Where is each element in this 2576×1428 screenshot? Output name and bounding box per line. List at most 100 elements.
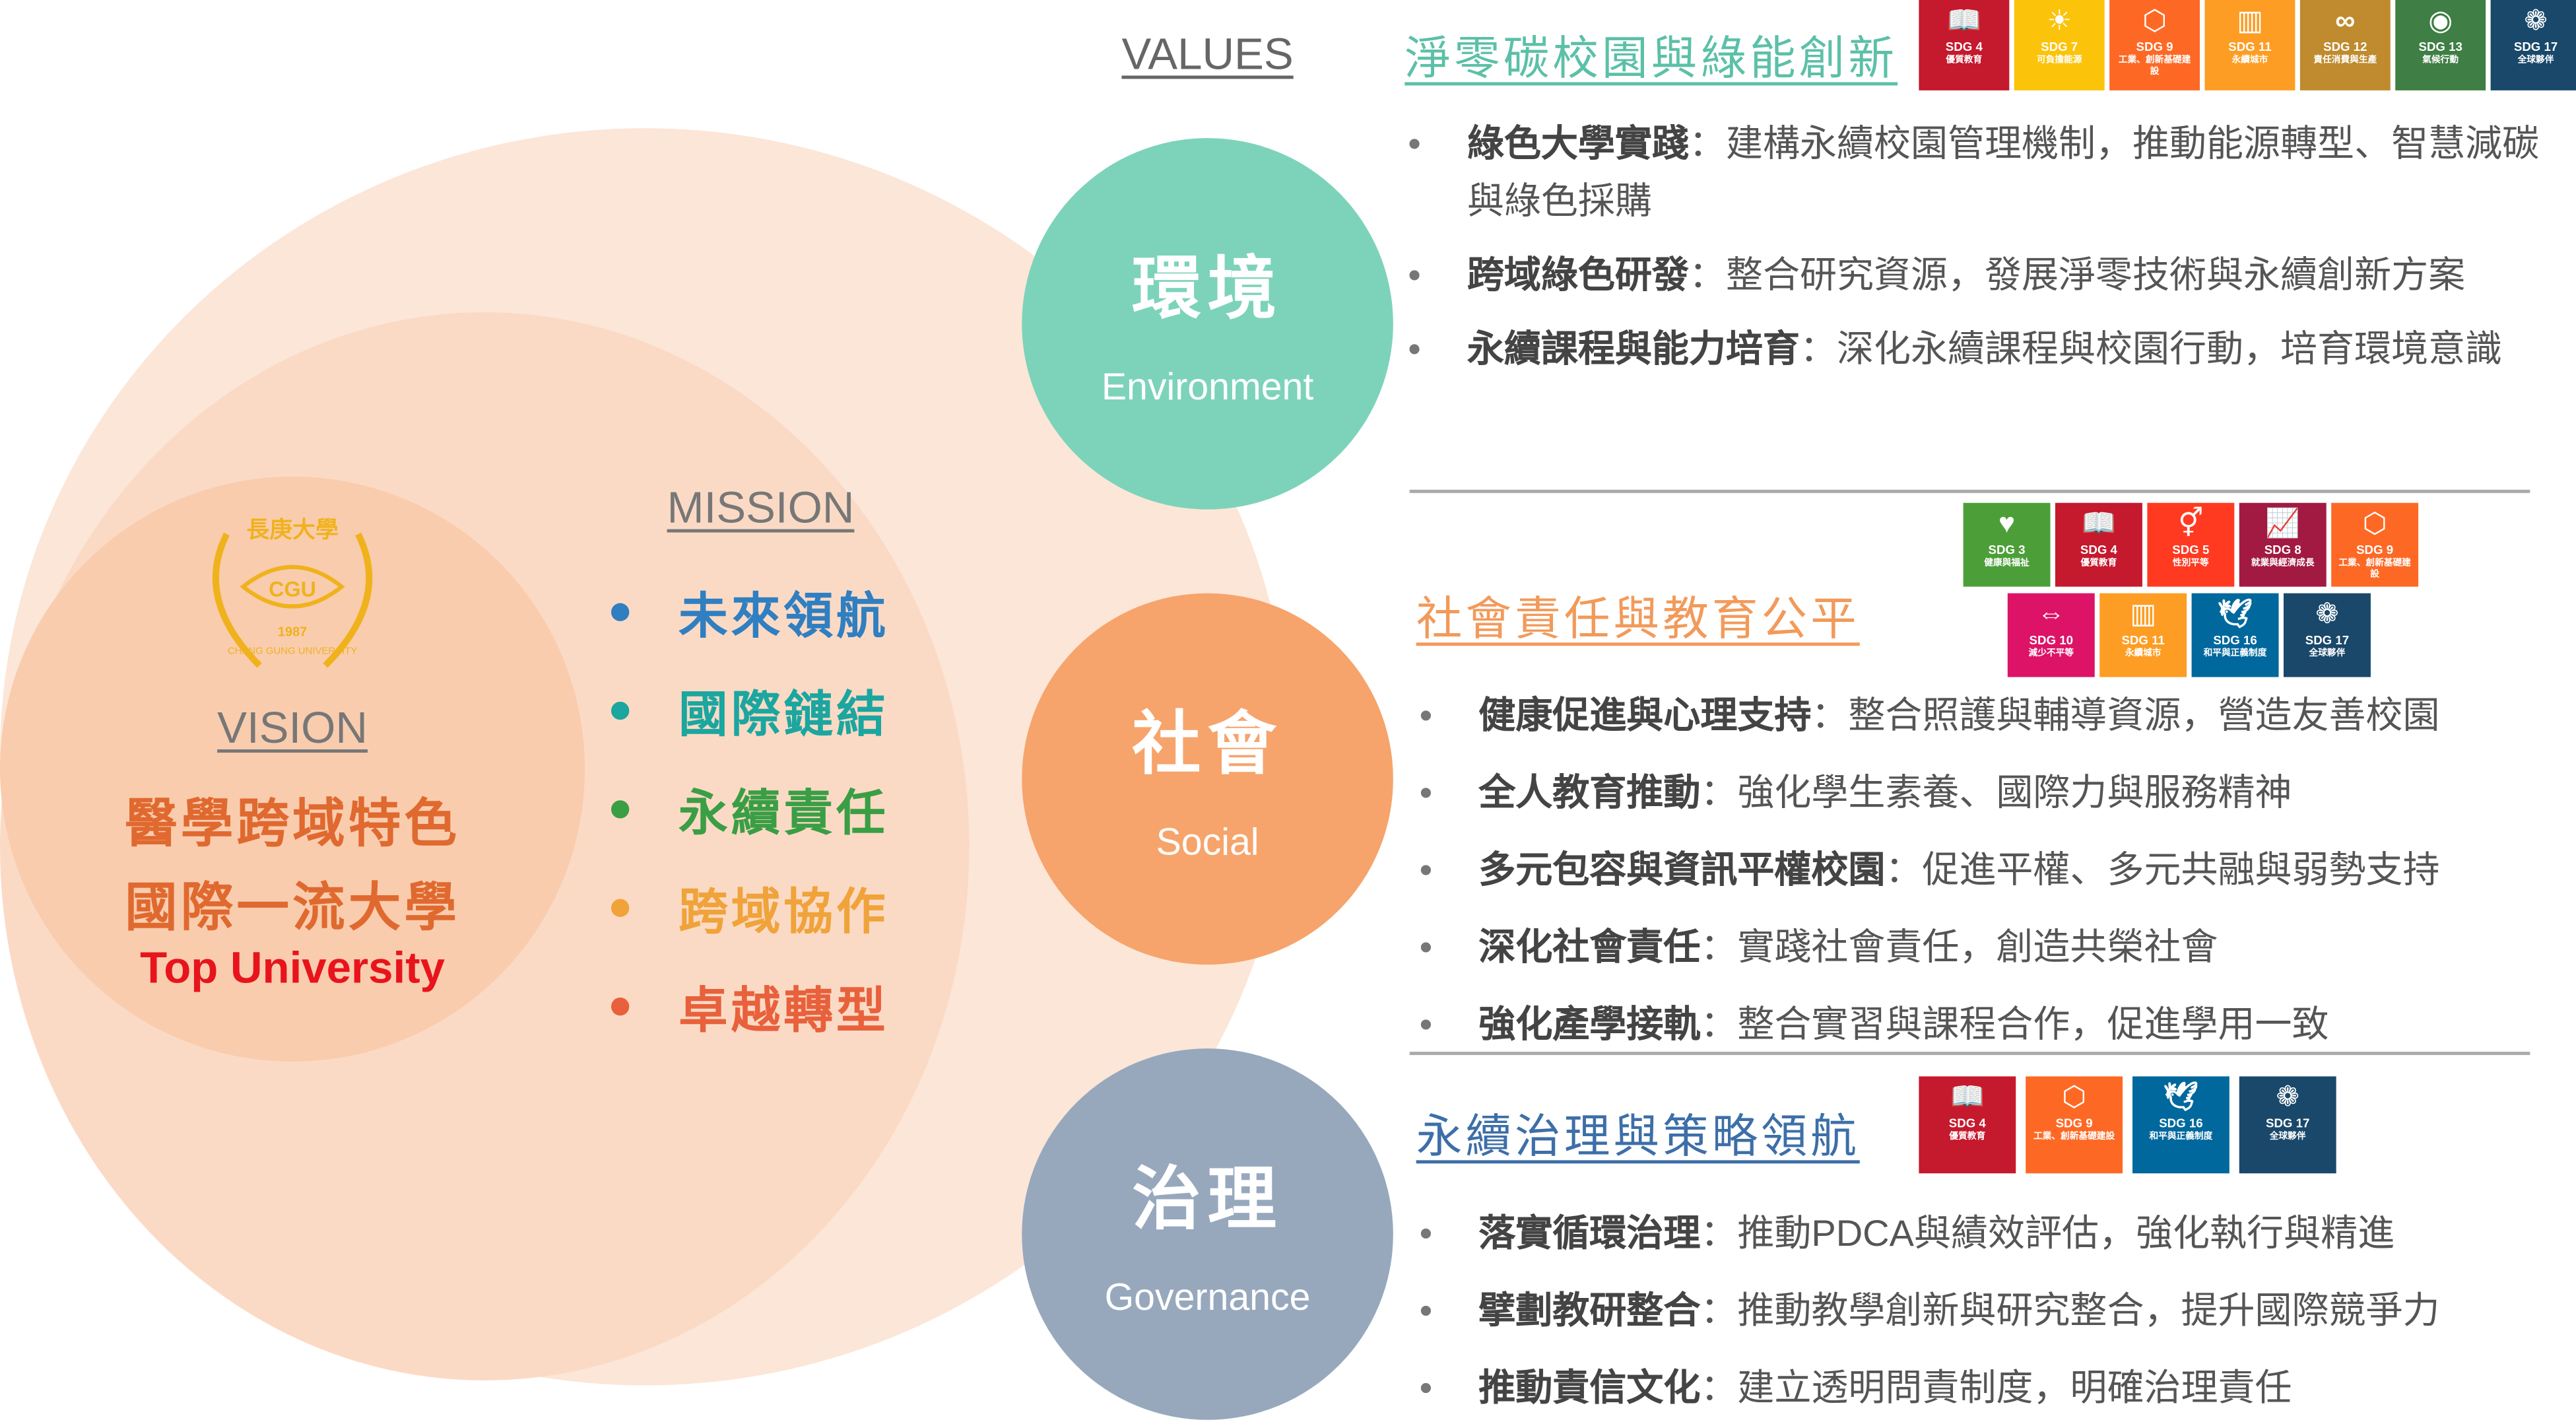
- city-icon: ▥: [2236, 5, 2263, 36]
- sdg-name: 優質教育: [1949, 1132, 1986, 1142]
- bullet-text: ：促進平權、多元共融與弱勢支持: [1885, 849, 2440, 891]
- sdg-number: SDG 9: [2055, 1116, 2093, 1131]
- sdg-number: SDG 3: [1988, 542, 2026, 557]
- logo-mark: CGU: [269, 578, 316, 601]
- sdg-name: 工業、創新基礎建設: [2338, 559, 2411, 580]
- mission-item: 永續責任: [611, 772, 889, 845]
- sdg-name: 工業、創新基礎建設: [2033, 1132, 2115, 1142]
- bullet-item: 落實循環治理：推動PDCA與績效評估，強化執行與精進: [1420, 1195, 2569, 1272]
- bullet-lead: 推動責信文化: [1478, 1367, 1701, 1409]
- bullet-text: ：推動教學創新與研究整合，提升國際競爭力: [1700, 1290, 2440, 1332]
- sdg-number: SDG 17: [2265, 1116, 2310, 1131]
- mission-item: 未來領航: [611, 575, 889, 648]
- governance-en: Governance: [1104, 1275, 1311, 1318]
- sdg-number: SDG 16: [2213, 632, 2257, 648]
- rings-icon: ❁: [2276, 1081, 2299, 1113]
- sdg-number: SDG 4: [1948, 1116, 1986, 1131]
- bullet-lead: 深化社會責任: [1478, 926, 1701, 969]
- bullet-item: 推動責信文化：建立透明問責制度，明確治理責任: [1420, 1349, 2569, 1427]
- social-en: Social: [1156, 820, 1259, 863]
- vision-line-2: 國際一流大學: [125, 877, 460, 937]
- sdg-name: 永續城市: [2231, 55, 2268, 66]
- sdg-number: SDG 17: [2305, 632, 2350, 648]
- section-divider: [1409, 489, 2530, 493]
- gender-icon: ⚥: [2178, 508, 2204, 539]
- bullet-lead: 跨域綠色研發: [1467, 254, 1689, 296]
- bullet-item: 跨域綠色研發：整合研究資源，發展淨零技術與永續創新方案: [1408, 246, 2558, 304]
- book-icon: 📖: [1950, 1081, 1985, 1113]
- cubes-icon: ⬡: [2362, 508, 2387, 539]
- bullet-dot-icon: [611, 700, 630, 720]
- infinity-icon: ∞: [2335, 5, 2356, 36]
- bullet-text: ：建立透明問責制度，明確治理責任: [1700, 1367, 2292, 1409]
- social-circle: 社會 Social: [1022, 593, 1393, 965]
- growth-chart-icon: 📈: [2265, 508, 2301, 539]
- sdg-number: SDG 16: [2159, 1116, 2203, 1131]
- social-section-title: 社會責任與教育公平: [1416, 593, 1860, 644]
- sdg-number: SDG 9: [2136, 39, 2173, 55]
- sdg-number: SDG 10: [2029, 632, 2073, 648]
- logo-name: 長庚大學: [246, 517, 338, 543]
- bullet-text: ：強化學生素養、國際力與服務精神: [1700, 772, 2292, 814]
- bullet-text: ：建構永續校園管理機制，推動能源轉型、智慧減碳與綠色採購: [1467, 123, 2540, 222]
- bullet-item: 強化產學接軌：整合實習與課程合作，促進學用一致: [1420, 986, 2569, 1064]
- bullet-lead: 擘劃教研整合: [1478, 1290, 1701, 1332]
- bullet-item: 永續課程與能力培育：深化永續課程與校園行動，培育環境意識: [1408, 320, 2558, 378]
- mission-item: 國際鏈結: [611, 674, 889, 747]
- city-icon: ▥: [2130, 598, 2157, 630]
- mission-item-label: 國際鏈結: [678, 688, 889, 743]
- sdg-name: 優質教育: [2080, 559, 2117, 569]
- book-icon: 📖: [1946, 5, 1982, 36]
- vision-line-3: Top University: [140, 943, 446, 993]
- social-bullets: 健康促進與心理支持：整合照護與輔導資源，營造友善校園全人教育推動：強化學生素養、…: [1420, 677, 2569, 1064]
- bullet-dot-icon: [611, 898, 630, 916]
- equality-arrows-icon: ⇔: [2037, 598, 2065, 630]
- sdg-name: 性別平等: [2172, 559, 2209, 569]
- bullet-dot-icon: [611, 602, 630, 621]
- mission-item: 跨域協作: [611, 871, 889, 943]
- bullet-item: 深化社會責任：實踐社會責任，創造共榮社會: [1420, 909, 2569, 986]
- sdg-number: SDG 4: [1945, 39, 1983, 55]
- bullet-lead: 健康促進與心理支持: [1478, 695, 1812, 737]
- sdg-number: SDG 11: [2121, 632, 2165, 648]
- sdg-name: 和平與正義制度: [2203, 649, 2267, 660]
- bullet-text: ：深化永續課程與校園行動，培育環境意識: [1799, 328, 2503, 370]
- environment-section-title: 淨零碳校園與綠能創新: [1404, 32, 1898, 84]
- sdg-name: 工業、創新基礎建設: [2118, 55, 2191, 77]
- environment-bullets: 綠色大學實踐：建構永續校園管理機制，推動能源轉型、智慧減碳與綠色採購跨域綠色研發…: [1408, 115, 2558, 394]
- sdg-name: 全球夥伴: [2517, 55, 2554, 66]
- mission-item-label: 跨域協作: [678, 885, 889, 940]
- cubes-icon: ⬡: [2142, 5, 2167, 36]
- bullet-lead: 永續課程與能力培育: [1467, 328, 1800, 370]
- sdg-name: 和平與正義制度: [2149, 1132, 2213, 1142]
- bullet-text: ：推動PDCA與績效評估，強化執行與精進: [1700, 1213, 2395, 1254]
- dove-gavel-icon: 🕊: [2163, 1081, 2199, 1113]
- bullet-item: 擘劃教研整合：推動教學創新與研究整合，提升國際競爭力: [1420, 1272, 2569, 1349]
- bullet-text: ：整合研究資源，發展淨零技術與永續創新方案: [1688, 254, 2466, 296]
- heartbeat-icon: ♥: [1998, 508, 2016, 539]
- governance-section-title: 永續治理與策略領航: [1416, 1110, 1860, 1162]
- bullet-item: 健康促進與心理支持：整合照護與輔導資源，營造友善校園: [1420, 677, 2569, 755]
- bullet-lead: 落實循環治理: [1478, 1213, 1701, 1254]
- bullet-lead: 多元包容與資訊平權校園: [1478, 849, 1886, 891]
- vision-heading: VISION: [217, 703, 368, 753]
- sdg-number: SDG 13: [2418, 39, 2462, 55]
- bullet-text: ：整合照護與輔導資源，營造友善校園: [1811, 695, 2440, 737]
- logo-year: 1987: [278, 625, 307, 639]
- vision-line-1: 醫學跨域特色: [125, 794, 460, 853]
- cubes-icon: ⬡: [2062, 1081, 2087, 1113]
